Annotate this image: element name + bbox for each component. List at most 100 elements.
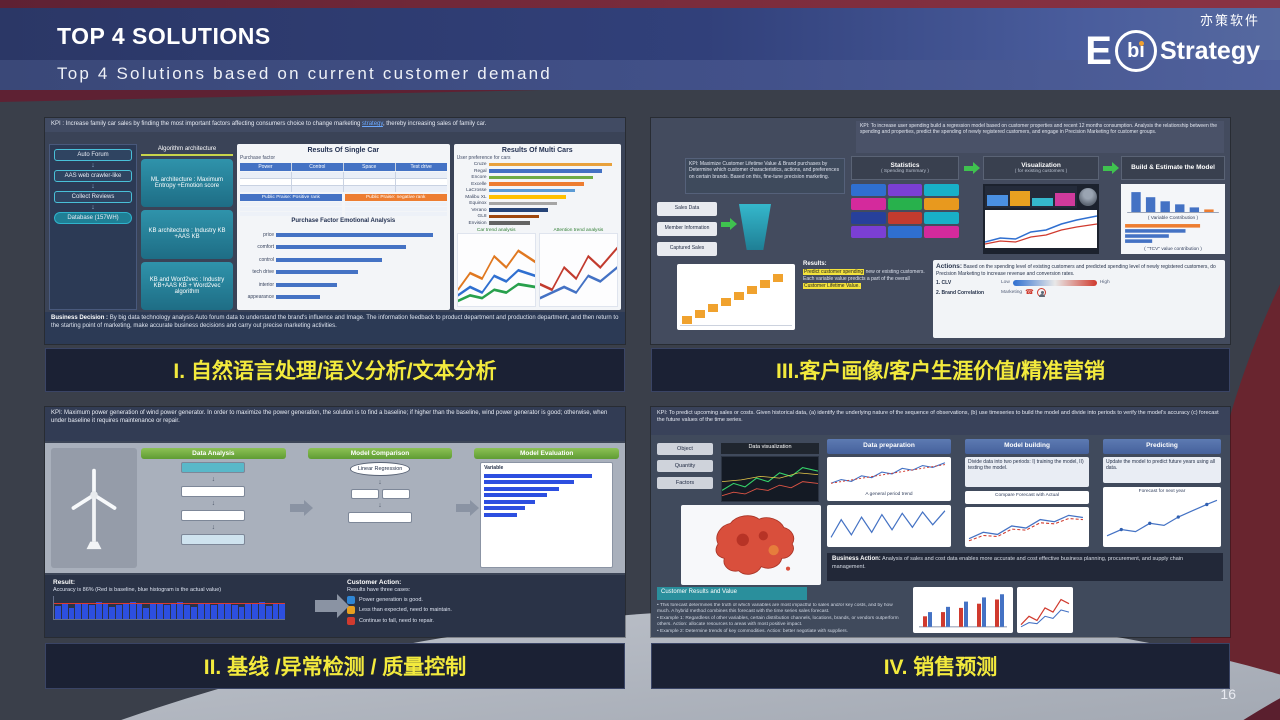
statistics-tile	[887, 226, 923, 238]
actions-panel: Actions: Based on the spending level of …	[933, 260, 1225, 338]
bar	[488, 162, 612, 167]
bar	[488, 221, 530, 225]
bar	[488, 175, 594, 180]
green-arrow-icon	[1103, 162, 1119, 174]
bar-track	[276, 232, 447, 237]
bar-track	[488, 195, 618, 199]
down-arrow-icon: ↓	[211, 524, 216, 531]
variable-importance-panel: Variable	[480, 462, 614, 568]
kpi-text: KPI: To increase user spending build a r…	[856, 121, 1224, 153]
dashboard-bar-widget	[985, 186, 1077, 208]
slide-title: TOP 4 SOLUTIONS	[57, 23, 271, 49]
flow-box	[181, 510, 246, 521]
section-subtitle: ( for existing customers )	[1014, 169, 1068, 175]
business-action-bar: Business Action: Analysis of sales and c…	[827, 553, 1223, 581]
preference-bar-row: Verano	[457, 208, 618, 213]
model-building-note-1: Divide data into two periods: I) trainin…	[965, 457, 1089, 487]
histogram-bar	[129, 602, 136, 619]
histogram-bar	[252, 604, 258, 619]
highlighted-text: Customer Lifetime Value.	[803, 282, 861, 289]
highlighted-text: Predict customer spending	[803, 269, 865, 276]
header-subtitle-band	[0, 60, 1280, 90]
attention-trend-chart-svg	[538, 232, 618, 307]
column-header: Data Analysis	[141, 448, 286, 459]
statistics-tile	[887, 184, 923, 196]
period-trend-chart-svg	[830, 462, 946, 484]
histogram-bar	[156, 604, 163, 619]
business-action-text: Analysis of sales and cost data enables …	[832, 556, 1184, 570]
emotional-analysis-bar-row: tech drive	[240, 269, 447, 275]
emotional-analysis-bar-row: control	[240, 257, 447, 263]
brand-correlation-label: 2. Brand Correlation	[936, 289, 985, 296]
purchase-factor-label: Purchase factor	[240, 155, 276, 161]
forecast-vs-actual-chart-svg	[968, 514, 1084, 542]
preference-bar-row: Envision	[457, 221, 618, 226]
car-name-label: LaCrosse	[466, 188, 487, 193]
results-line-2: Each variable value predicts a part of t…	[803, 276, 925, 290]
section-title: Build & Estimate the Model	[1131, 164, 1215, 172]
emotional-analysis-title: Purchase Factor Emotional Analysis	[291, 218, 396, 224]
commodity-trend-chart-svg	[1020, 598, 1070, 628]
preference-bar-row: GL8	[457, 214, 618, 219]
result-block: Result: Accuracy is 86% (Red is baseline…	[53, 579, 305, 633]
section-header-model: Build & Estimate the Model	[1121, 156, 1225, 180]
histogram-bar	[163, 605, 170, 619]
bar	[276, 257, 382, 262]
emotional-analysis-bar-row: comfort	[240, 244, 447, 250]
case-text: Less than expected, need to maintain.	[359, 607, 452, 613]
case-row: Continue to fall, need to repair.	[347, 616, 617, 625]
customer-results-header: Customer Results and Value	[657, 587, 807, 600]
customer-action-label: Customer Action:	[347, 579, 402, 586]
company-logo: 亦策软件 E bi Strategy	[1085, 10, 1260, 72]
flow-box	[181, 462, 246, 473]
predicting-note: Update the model to predict future years…	[1103, 457, 1221, 483]
user-preference-label: User preference for cars	[456, 155, 511, 161]
praise-positive-rows	[240, 202, 342, 216]
solution-caption-4: IV. 销售预测	[651, 643, 1230, 689]
histogram-bar	[272, 604, 279, 619]
visualization-dashboard-panel	[983, 184, 1099, 254]
bar-track	[276, 257, 447, 262]
bar	[488, 208, 549, 212]
clv-label: 1. CLV	[936, 279, 952, 286]
person-icon	[1036, 288, 1046, 298]
bar-track	[488, 208, 618, 212]
histogram-bar	[231, 605, 238, 619]
solution-caption-2: II. 基线 /异常检测 / 质量控制	[45, 643, 625, 689]
kpi-strategy-link[interactable]: strategy	[362, 121, 383, 127]
bar	[276, 295, 321, 300]
model-box	[381, 489, 410, 499]
emotional-analysis-bar-row: price	[240, 232, 447, 238]
step-data-preparation: Data preparation	[827, 439, 951, 454]
statistics-tile	[851, 198, 886, 210]
bar	[276, 245, 406, 250]
right-arrow-icon	[289, 500, 313, 516]
down-arrow-icon: ↓	[211, 500, 216, 507]
header-maroon-wedge	[0, 90, 540, 102]
data-visualization-panel	[721, 456, 819, 502]
histogram-bar	[211, 604, 218, 619]
bar-label: tech drive	[252, 269, 274, 276]
page-number: 16	[1220, 686, 1236, 702]
column-header: Model Comparison	[307, 448, 453, 459]
case-row: Power generation is good.	[347, 595, 617, 604]
bar-track	[276, 282, 447, 287]
bar	[276, 232, 433, 237]
car-name-label: Equinox	[469, 201, 487, 206]
histogram-bar	[68, 607, 75, 619]
histogram-bar	[258, 602, 265, 619]
variable-contribution-chart-svg	[1127, 192, 1219, 214]
compare-forecast-label: Compare Forecast with Actual	[965, 491, 1089, 504]
kpi-text-suffix: , thereby increasing sales of family car…	[382, 121, 487, 127]
car-name-label: Cruze	[473, 162, 487, 167]
section-title: Visualization	[1021, 161, 1061, 169]
table-header-cell: Space	[343, 163, 395, 171]
china-sales-map-panel	[681, 505, 821, 585]
column-header: Model Evaluation	[474, 448, 620, 459]
marketing-label: Marketing	[1001, 289, 1023, 295]
table-cell	[343, 186, 395, 192]
kpi-text: KPI: To predict upcoming sales or costs.…	[651, 407, 1230, 435]
down-arrow-icon: ↓	[91, 162, 95, 169]
table-header-cell: Power	[240, 163, 291, 171]
